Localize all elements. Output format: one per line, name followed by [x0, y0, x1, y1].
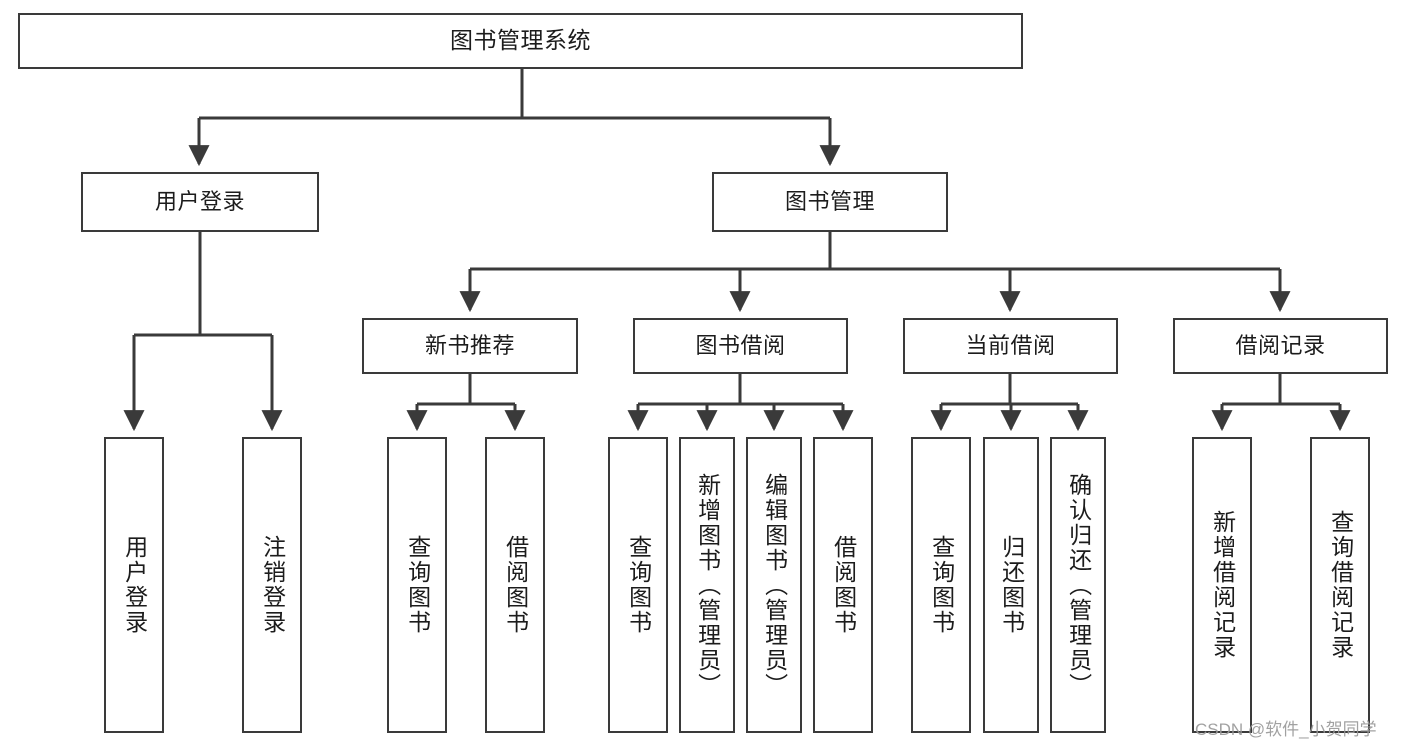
- node-current-borrow-label: 当前借阅: [965, 333, 1056, 359]
- node-leaf-return-book[interactable]: 归还图书: [983, 437, 1039, 733]
- csdn-watermark: CSDN @软件_小贺同学: [1195, 720, 1377, 739]
- node-leaf-query-book-3-label: 查询图书: [928, 535, 955, 635]
- node-leaf-logout[interactable]: 注销登录: [242, 437, 302, 733]
- node-leaf-return-book-label: 归还图书: [998, 535, 1025, 635]
- node-leaf-confirm-return[interactable]: 确认归还（管理员）: [1050, 437, 1106, 733]
- node-current-borrow[interactable]: 当前借阅: [903, 318, 1118, 374]
- node-borrow-record-label: 借阅记录: [1235, 333, 1326, 359]
- node-book-borrow[interactable]: 图书借阅: [633, 318, 848, 374]
- node-leaf-query-record-label: 查询借阅记录: [1327, 510, 1354, 660]
- node-leaf-query-book-3[interactable]: 查询图书: [911, 437, 971, 733]
- node-user-login[interactable]: 用户登录: [81, 172, 319, 232]
- node-leaf-borrow-book-1-label: 借阅图书: [502, 535, 529, 635]
- node-book-borrow-label: 图书借阅: [695, 333, 786, 359]
- node-user-login-label: 用户登录: [154, 189, 245, 215]
- node-book-management-label: 图书管理: [784, 189, 875, 215]
- node-root-label: 图书管理系统: [450, 27, 591, 54]
- node-leaf-borrow-book-2[interactable]: 借阅图书: [813, 437, 873, 733]
- node-leaf-user-login-label: 用户登录: [121, 535, 148, 635]
- node-new-book-recommend[interactable]: 新书推荐: [362, 318, 578, 374]
- node-book-management[interactable]: 图书管理: [712, 172, 948, 232]
- node-leaf-user-login[interactable]: 用户登录: [104, 437, 164, 733]
- node-leaf-query-record[interactable]: 查询借阅记录: [1310, 437, 1370, 733]
- node-leaf-add-record[interactable]: 新增借阅记录: [1192, 437, 1252, 733]
- node-leaf-query-book-2[interactable]: 查询图书: [608, 437, 668, 733]
- node-leaf-query-book-2-label: 查询图书: [625, 535, 652, 635]
- node-leaf-query-book-1-label: 查询图书: [404, 535, 431, 635]
- node-leaf-edit-book-label: 编辑图书（管理员）: [761, 472, 788, 698]
- node-leaf-query-book-1[interactable]: 查询图书: [387, 437, 447, 733]
- node-borrow-record[interactable]: 借阅记录: [1173, 318, 1388, 374]
- node-leaf-add-book[interactable]: 新增图书（管理员）: [679, 437, 735, 733]
- node-leaf-add-book-label: 新增图书（管理员）: [694, 472, 721, 698]
- node-new-book-recommend-label: 新书推荐: [424, 333, 515, 359]
- node-leaf-edit-book[interactable]: 编辑图书（管理员）: [746, 437, 802, 733]
- node-leaf-logout-label: 注销登录: [259, 535, 286, 635]
- node-leaf-borrow-book-1[interactable]: 借阅图书: [485, 437, 545, 733]
- node-leaf-add-record-label: 新增借阅记录: [1209, 510, 1236, 660]
- node-leaf-borrow-book-2-label: 借阅图书: [830, 535, 857, 635]
- node-root[interactable]: 图书管理系统: [18, 13, 1023, 69]
- node-leaf-confirm-return-label: 确认归还（管理员）: [1065, 472, 1092, 698]
